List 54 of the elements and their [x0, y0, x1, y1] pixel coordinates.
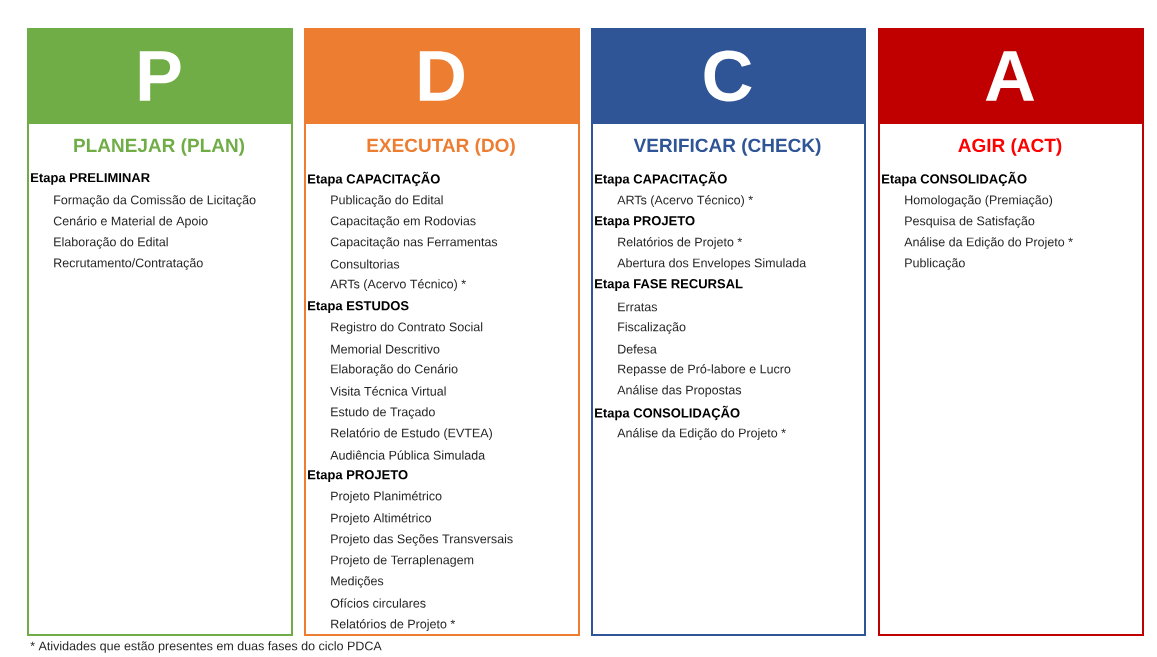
phase-heading: AGIR (ACT) — [958, 138, 1062, 156]
letter-band: A — [878, 28, 1142, 124]
activity-item: Relatório de Estudo (EVTEA) — [331, 428, 492, 440]
activity-item: Capacitação em Rodovias — [330, 216, 476, 228]
activity-item: Homologação (Premiação) — [905, 195, 1053, 207]
activity-item: Visita Técnica Virtual — [330, 386, 446, 396]
activity-item: Análise da Edição do Projeto * — [617, 428, 786, 440]
activity-item: Projeto Planimétrico — [331, 491, 442, 503]
activity-item: Elaboração do Cenário — [331, 364, 458, 376]
activity-item: Abertura dos Envelopes Simulada — [617, 258, 807, 270]
stage-heading: Etapa FASE RECURSAL — [595, 279, 743, 291]
activity-item: Estudo de Traçado — [331, 407, 435, 419]
footnote: * Atividades que estão presentes em duas fases do ciclo PDCA — [30, 641, 382, 653]
activity-item: Fiscalização — [618, 322, 686, 334]
activity-item: Audiência Pública Simulada — [330, 450, 486, 460]
letter-band: P — [27, 28, 291, 124]
activity-item: Ofícios circulares — [330, 598, 426, 608]
activity-item: Erratas — [618, 302, 658, 312]
phase-heading: EXECUTAR (DO) — [367, 138, 515, 156]
activity-item: Repasse de Pró-labore e Lucro — [618, 364, 791, 376]
activity-item: Publicação do Edital — [331, 195, 443, 207]
activity-item: Recrutamento/Contratação — [54, 258, 203, 270]
activity-item: ARTs (Acervo Técnico) * — [617, 195, 753, 207]
activity-item: Projeto de Terraplenagem — [331, 555, 474, 567]
letter-band: D — [304, 28, 578, 124]
activity-item: Defesa — [618, 344, 657, 354]
activity-item: Formação da Comissão de Licitação — [54, 195, 256, 207]
activity-item: Relatórios de Projeto * — [618, 237, 743, 249]
stage-heading: Etapa CAPACITAÇÃO — [308, 171, 440, 187]
stage-heading: Etapa PROJETO — [308, 470, 408, 482]
activity-item: Cenário e Material de Apoio — [53, 216, 208, 228]
activity-item: Pesquisa de Satisfação — [905, 216, 1035, 228]
activity-item: Elaboração do Edital — [54, 237, 168, 249]
stage-heading: Etapa PROJETO — [595, 216, 695, 228]
activity-item: Projeto Altimétrico — [331, 513, 432, 525]
stage-heading: Etapa PRELIMINAR — [31, 173, 150, 185]
activity-item: Projeto das Seções Transversais — [331, 534, 513, 546]
stage-heading: Etapa CONSOLIDAÇÃO — [595, 405, 740, 421]
activity-item: Consultorias — [330, 259, 400, 269]
stage-heading: Etapa CAPACITAÇÃO — [595, 171, 727, 187]
stage-heading: Etapa ESTUDOS — [308, 301, 409, 313]
activity-item: Capacitação nas Ferramentas — [330, 237, 498, 249]
activity-item: Medições — [331, 576, 384, 588]
activity-item: Análise das Propostas — [617, 385, 742, 397]
stage-heading: Etapa CONSOLIDAÇÃO — [882, 171, 1027, 187]
activity-item: Memorial Descritivo — [331, 344, 440, 354]
letter-band: C — [591, 28, 864, 124]
phase-heading: VERIFICAR (CHECK) — [633, 138, 821, 156]
activity-item: Relatórios de Projeto * — [331, 619, 456, 631]
activity-item: Análise da Edição do Projeto * — [904, 237, 1073, 249]
phase-heading: PLANEJAR (PLAN) — [74, 138, 245, 156]
activity-item: ARTs (Acervo Técnico) * — [330, 279, 466, 291]
activity-item: Publicação — [905, 258, 965, 270]
activity-item: Registro do Contrato Social — [331, 322, 483, 334]
